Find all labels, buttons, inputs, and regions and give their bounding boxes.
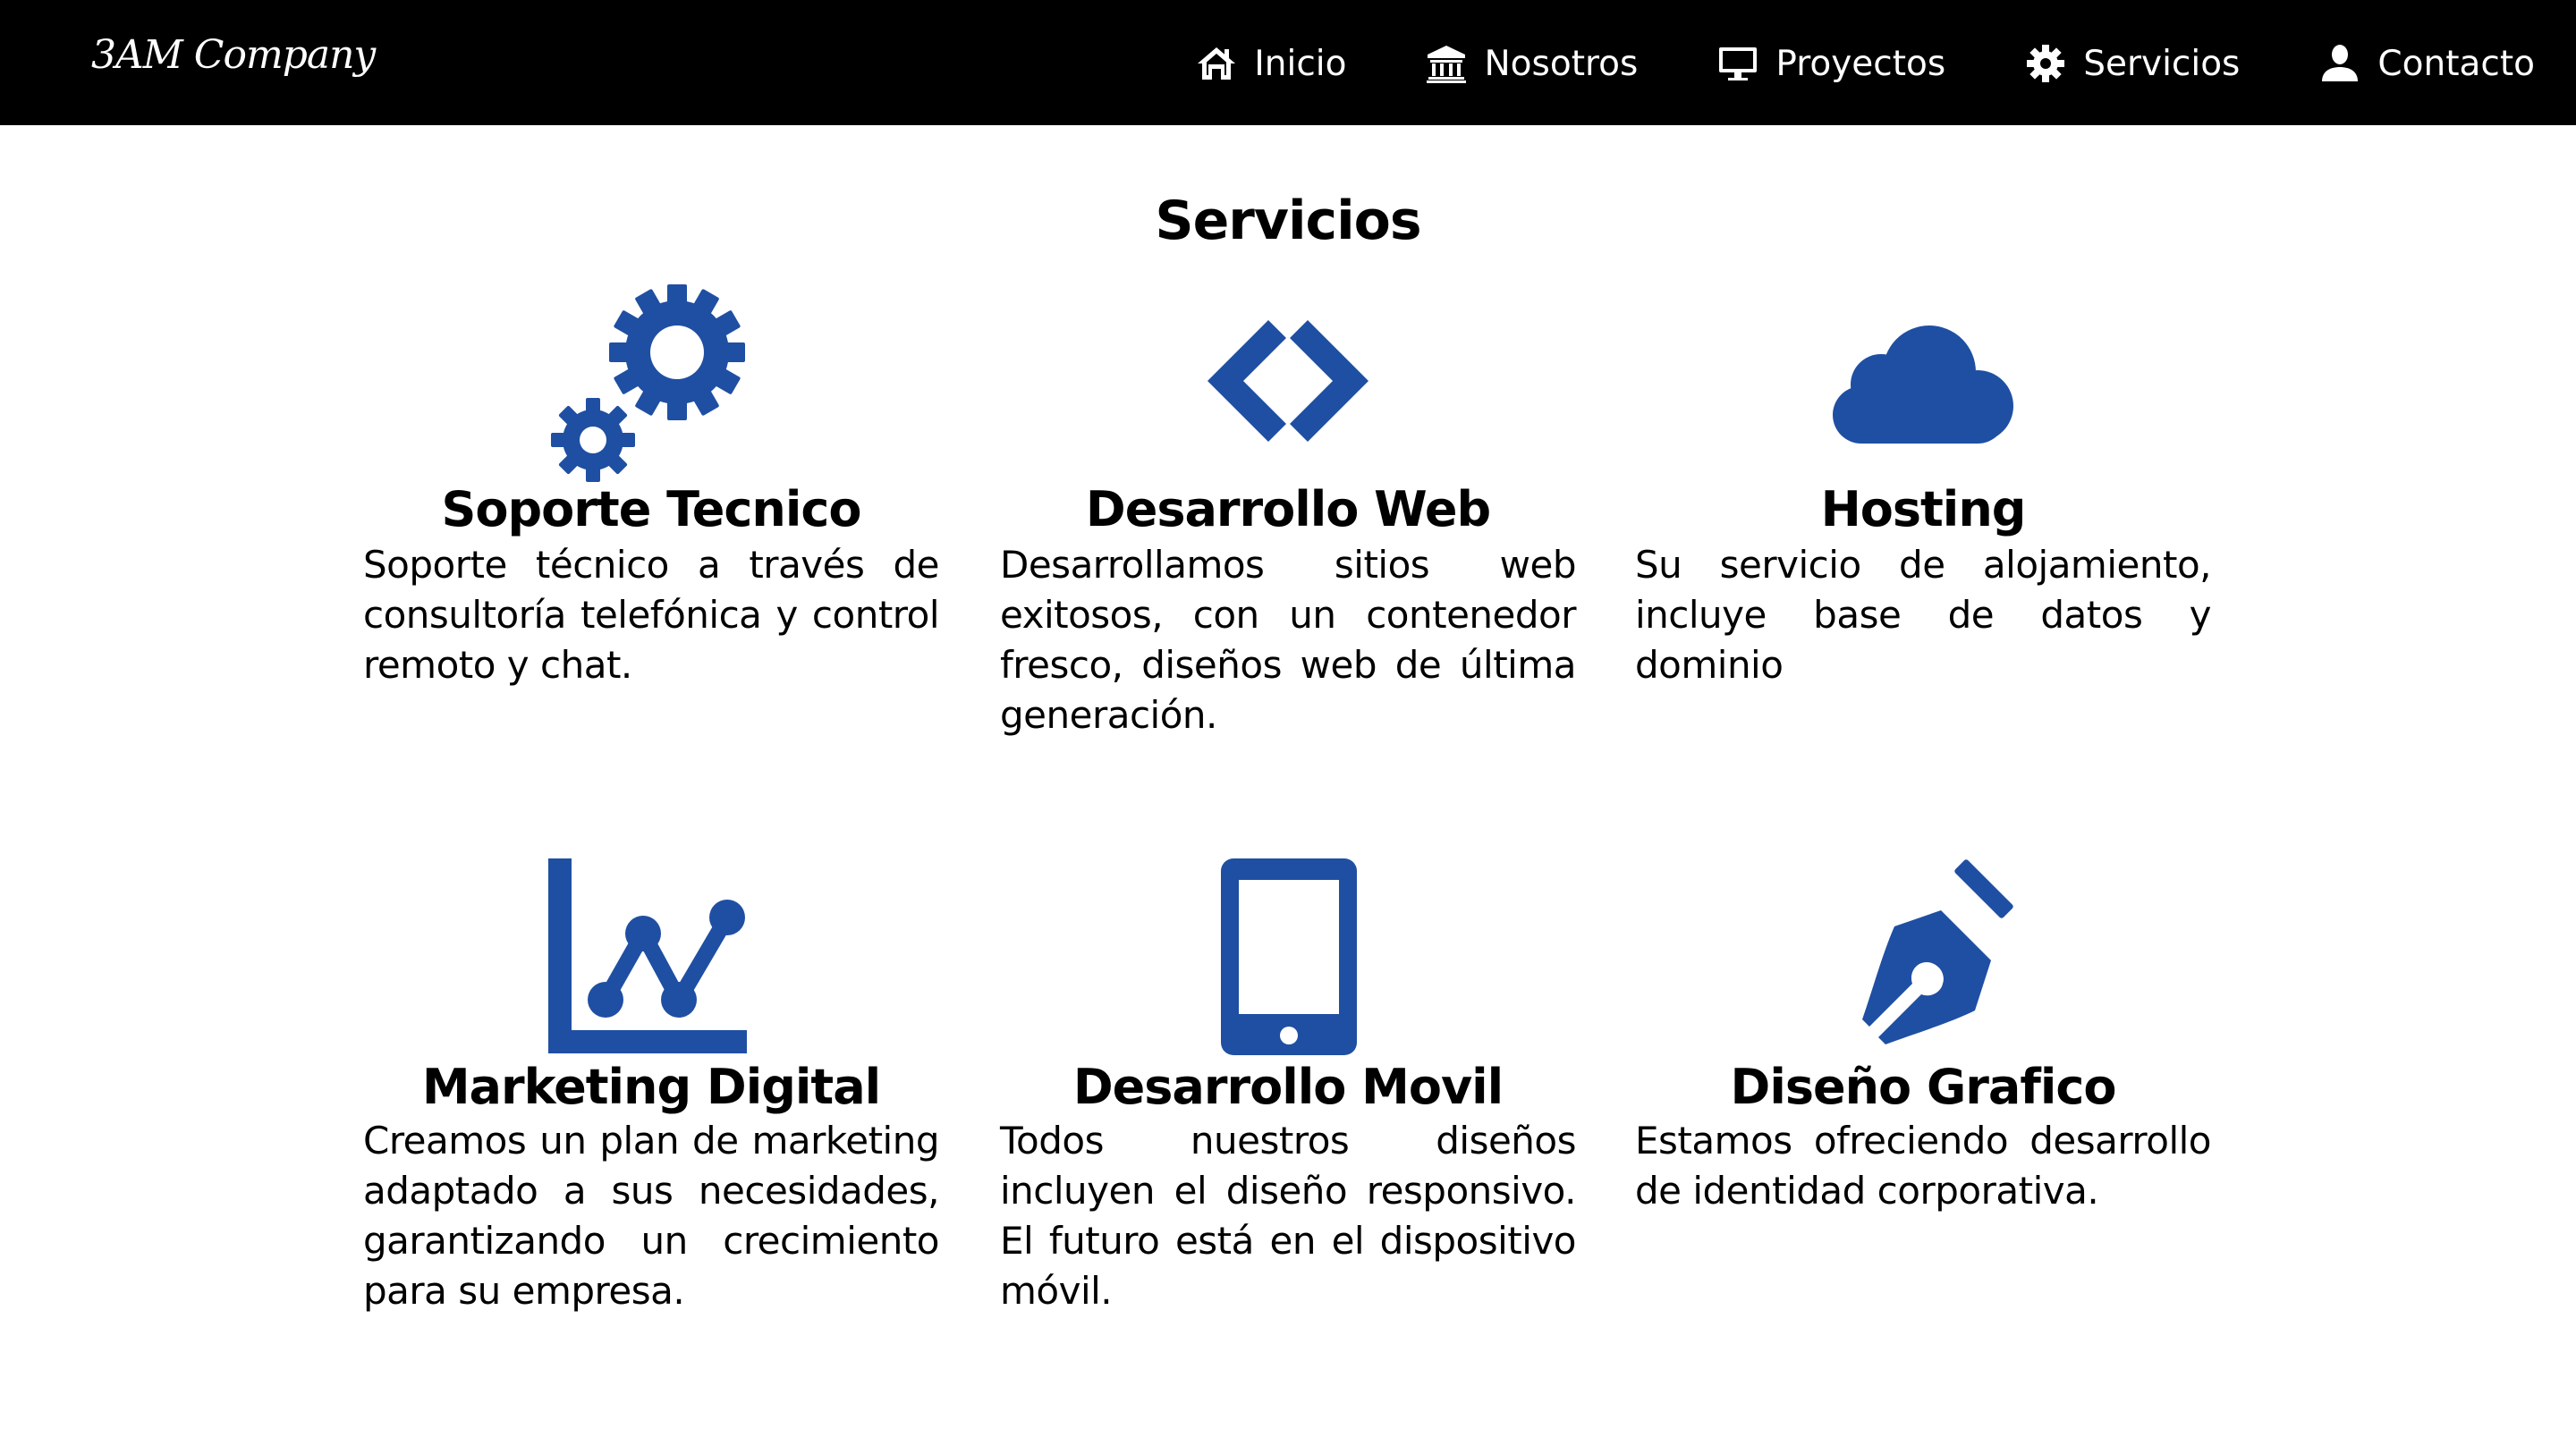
- service-title: Hosting: [1820, 481, 2027, 537]
- nav-item-nosotros[interactable]: Nosotros: [1425, 42, 1638, 85]
- nav-item-servicios[interactable]: Servicios: [2024, 42, 2240, 85]
- cloud-icon: [1635, 279, 2211, 485]
- service-description: Creamos un plan de marketing adaptado a …: [363, 1119, 940, 1313]
- main-nav: Inicio Nosotros Proyectos: [1195, 32, 2535, 95]
- service-title: Soporte Tecnico: [441, 481, 862, 537]
- code-icon: [1000, 279, 1576, 485]
- nav-label-inicio: Inicio: [1254, 43, 1347, 84]
- pen-nib-icon: [1635, 853, 2211, 1059]
- service-description: Estamos ofreciendo desarrollo de identid…: [1635, 1119, 2212, 1213]
- nav-label-nosotros: Nosotros: [1484, 43, 1639, 84]
- bank-icon: [1425, 42, 1468, 85]
- nav-item-contacto[interactable]: Contacto: [2318, 42, 2535, 85]
- service-description: Todos nuestros diseños incluyen el diseñ…: [1000, 1119, 1577, 1313]
- nav-item-inicio[interactable]: Inicio: [1195, 42, 1346, 85]
- user-icon: [2318, 42, 2361, 85]
- service-description: Su servicio de alojamiento, incluye base…: [1635, 543, 2212, 687]
- page-title: Servicios: [1155, 190, 1421, 252]
- nav-label-contacto: Contacto: [2377, 43, 2535, 84]
- top-navbar: 3AM Company Inicio Nosotros Proyectos: [0, 0, 2576, 125]
- nav-label-servicios: Servicios: [2083, 43, 2241, 84]
- service-title: Desarrollo Movil: [1072, 1059, 1504, 1115]
- service-description: Desarrollamos sitios web exitosos, con u…: [1000, 543, 1577, 737]
- service-title: Marketing Digital: [421, 1059, 881, 1115]
- service-title: Diseño Grafico: [1730, 1059, 2117, 1115]
- service-title: Desarrollo Web: [1085, 481, 1491, 537]
- nav-item-proyectos[interactable]: Proyectos: [1716, 42, 1945, 85]
- tablet-icon: [1000, 853, 1576, 1059]
- home-icon: [1195, 42, 1238, 85]
- nav-label-proyectos: Proyectos: [1775, 43, 1946, 84]
- brand-logo-text[interactable]: 3AM Company: [91, 32, 376, 78]
- monitor-icon: [1716, 42, 1759, 85]
- service-description: Soporte técnico a través de consultoría …: [363, 543, 940, 687]
- gear-icon: [2024, 42, 2067, 85]
- line-chart-icon: [363, 853, 939, 1059]
- gears-icon: [363, 279, 939, 485]
